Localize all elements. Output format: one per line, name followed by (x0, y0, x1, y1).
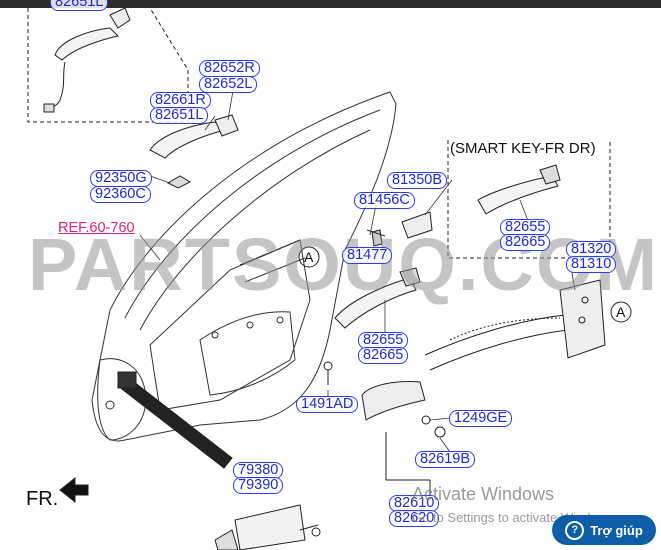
part-callout-1249GE[interactable]: 1249GE (449, 410, 513, 427)
section-a-marker-right: A (616, 304, 626, 320)
question-circle-icon: ? (565, 520, 585, 540)
part-callout-81320[interactable]: 81320 (566, 241, 617, 258)
part-callout-79390[interactable]: 79390 (233, 477, 284, 494)
watermark-text: PARTSOUQ.COM (28, 223, 660, 306)
part-callout-82620[interactable]: 82620 (389, 510, 440, 527)
part-callout-82655[interactable]: 82655 (358, 332, 409, 349)
smart-key-handle-drawing (477, 164, 561, 215)
part-callout-81477[interactable]: 81477 (342, 247, 393, 264)
help-button[interactable]: ? Trợ giúp (552, 515, 656, 545)
part-callout-82651L-top[interactable]: 82651L (50, 0, 109, 11)
part-callout-82619B[interactable]: 82619B (415, 451, 475, 468)
part-callout-81310[interactable]: 81310 (566, 256, 617, 273)
part-callout-82651L[interactable]: 82651L (150, 107, 209, 124)
part-callout-81456C[interactable]: 81456C (354, 192, 415, 209)
door-hinge-drawing (214, 504, 321, 550)
front-arrow (59, 476, 89, 504)
part-callout-92360C[interactable]: 92360C (90, 186, 151, 203)
smart-key-label: (SMART KEY-FR DR) (450, 140, 596, 157)
door-check-strap (117, 371, 233, 469)
part-callout-81350B[interactable]: 81350B (387, 172, 447, 189)
front-label: FR. (26, 488, 59, 510)
cable-assembly (424, 314, 569, 371)
part-callout-1491AD[interactable]: 1491AD (296, 396, 359, 413)
part-callout-82665[interactable]: 82665 (358, 347, 409, 364)
part-callout-79380[interactable]: 79380 (233, 462, 284, 479)
part-callout-82655-smart-key[interactable]: 82655 (500, 219, 551, 236)
top-bar (0, 0, 661, 8)
door-panel-drawing (91, 91, 397, 442)
outer-handle-drawing (149, 114, 239, 189)
part-callout-82652L[interactable]: 82652L (199, 76, 258, 93)
part-callout-92350G[interactable]: 92350G (90, 170, 152, 187)
part-callout-82665-smart-key[interactable]: 82665 (500, 234, 551, 251)
inner-handle-drawing (361, 381, 431, 495)
help-button-label: Trợ giúp (590, 522, 643, 538)
smart-key-inset (447, 140, 611, 259)
part-callout-82652R[interactable]: 82652R (199, 60, 260, 77)
latch-drawing (559, 279, 606, 359)
section-a-circles (298, 246, 632, 323)
activate-windows-title: Activate Windows (412, 484, 555, 504)
inside-handle-drawing (334, 211, 433, 329)
section-a-marker-left: A (304, 249, 314, 265)
ref-link[interactable]: REF.60-760 (58, 220, 135, 236)
outer-handle-top-drawing (43, 7, 131, 113)
